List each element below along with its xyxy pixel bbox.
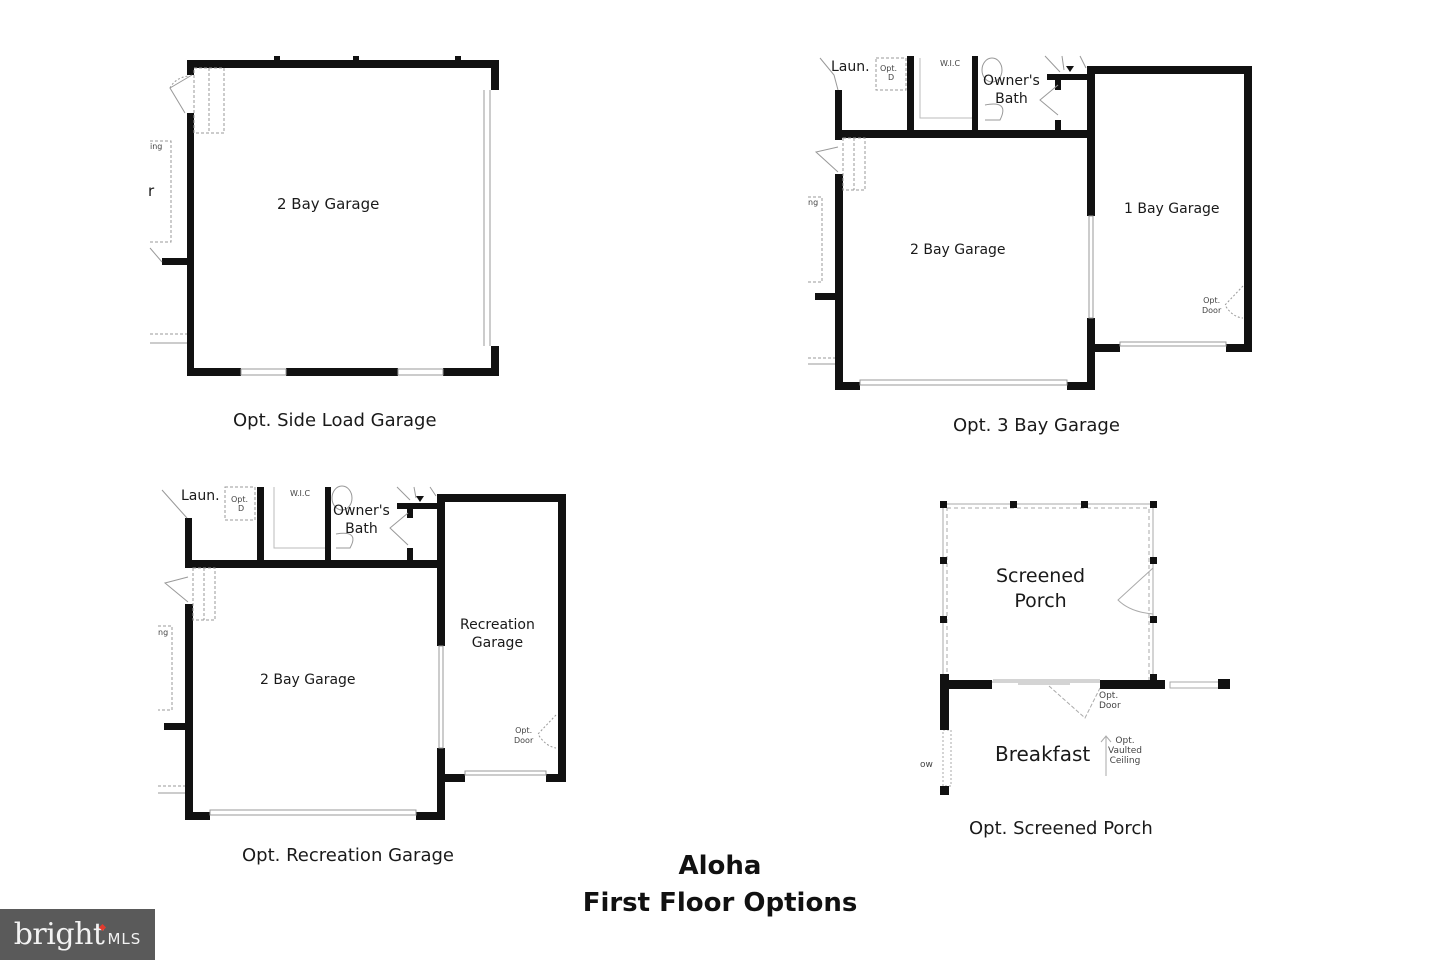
room-label-owners-bath: Owner's Bath xyxy=(983,72,1040,108)
room-label-1-bay-garage: 1 Bay Garage xyxy=(1124,201,1220,217)
partial-label: ng xyxy=(158,628,169,637)
side-load-garage-plan xyxy=(162,56,499,376)
opt-dryer-label: D xyxy=(238,504,245,513)
door-label: Door xyxy=(1099,701,1121,711)
bath-label: Bath xyxy=(995,91,1028,107)
vaulted-label: Vaulted xyxy=(1108,746,1142,756)
title-plan-name: Aloha xyxy=(678,851,762,881)
opt-vaulted-ceiling-label: Opt. Vaulted Ceiling xyxy=(1108,736,1142,766)
opt-door-label: Opt. Door xyxy=(1099,691,1121,711)
room-label-2-bay-garage: 2 Bay Garage xyxy=(277,195,380,213)
opt-label: Opt. xyxy=(1099,691,1119,701)
garage-label: Garage xyxy=(471,635,524,651)
logo-brand: bright xyxy=(13,917,105,952)
ceiling-label: Ceiling xyxy=(1109,756,1141,766)
logo-suffix: MLS xyxy=(107,929,142,948)
opt-label: Opt. xyxy=(1203,296,1221,305)
opt-dryer-label: D xyxy=(888,73,895,82)
opt-door-label: Opt. Door xyxy=(514,726,533,746)
partial-label: ow xyxy=(920,760,933,770)
caption-side-load-garage: Opt. Side Load Garage xyxy=(233,410,437,431)
room-label-wic: W.I.C xyxy=(940,59,961,68)
partial-label: ing xyxy=(150,142,163,151)
screened-label: Screened xyxy=(996,565,1086,587)
owners-label: Owner's xyxy=(333,503,390,519)
opt-label: Opt. xyxy=(1115,736,1135,746)
opt-door-label: Opt. Door xyxy=(1202,296,1221,316)
owners-label: Owner's xyxy=(983,73,1040,89)
recreation-label: Recreation xyxy=(460,617,535,633)
room-label-laundry: Laun. xyxy=(831,59,870,75)
door-label: Door xyxy=(514,736,534,745)
caption-3-bay-garage: Opt. 3 Bay Garage xyxy=(953,415,1120,436)
porch-label: Porch xyxy=(1014,590,1067,612)
room-label-2-bay-garage: 2 Bay Garage xyxy=(910,242,1006,258)
room-label-laundry: Laun. xyxy=(181,488,220,504)
partial-label: ng xyxy=(808,198,819,207)
bright-mls-logo: bright MLS xyxy=(0,909,155,960)
bath-label: Bath xyxy=(345,521,378,537)
room-label-recreation-garage: Recreation Garage xyxy=(460,616,535,652)
opt-label: Opt. xyxy=(880,64,898,73)
opt-label: Opt. xyxy=(515,726,533,735)
room-label-owners-bath: Owner's Bath xyxy=(333,502,390,538)
room-label-screened-porch: Screened Porch xyxy=(996,564,1085,614)
room-label-2-bay-garage: 2 Bay Garage xyxy=(260,672,356,688)
caption-screened-porch: Opt. Screened Porch xyxy=(969,818,1153,839)
caption-recreation-garage: Opt. Recreation Garage xyxy=(242,845,454,866)
door-label: Door xyxy=(1202,306,1222,315)
room-label-wic: W.I.C xyxy=(290,489,311,498)
partial-label: r xyxy=(148,182,155,200)
title-subtitle: First Floor Options xyxy=(582,888,858,918)
room-label-breakfast: Breakfast xyxy=(995,742,1091,766)
opt-label: Opt. xyxy=(231,495,249,504)
